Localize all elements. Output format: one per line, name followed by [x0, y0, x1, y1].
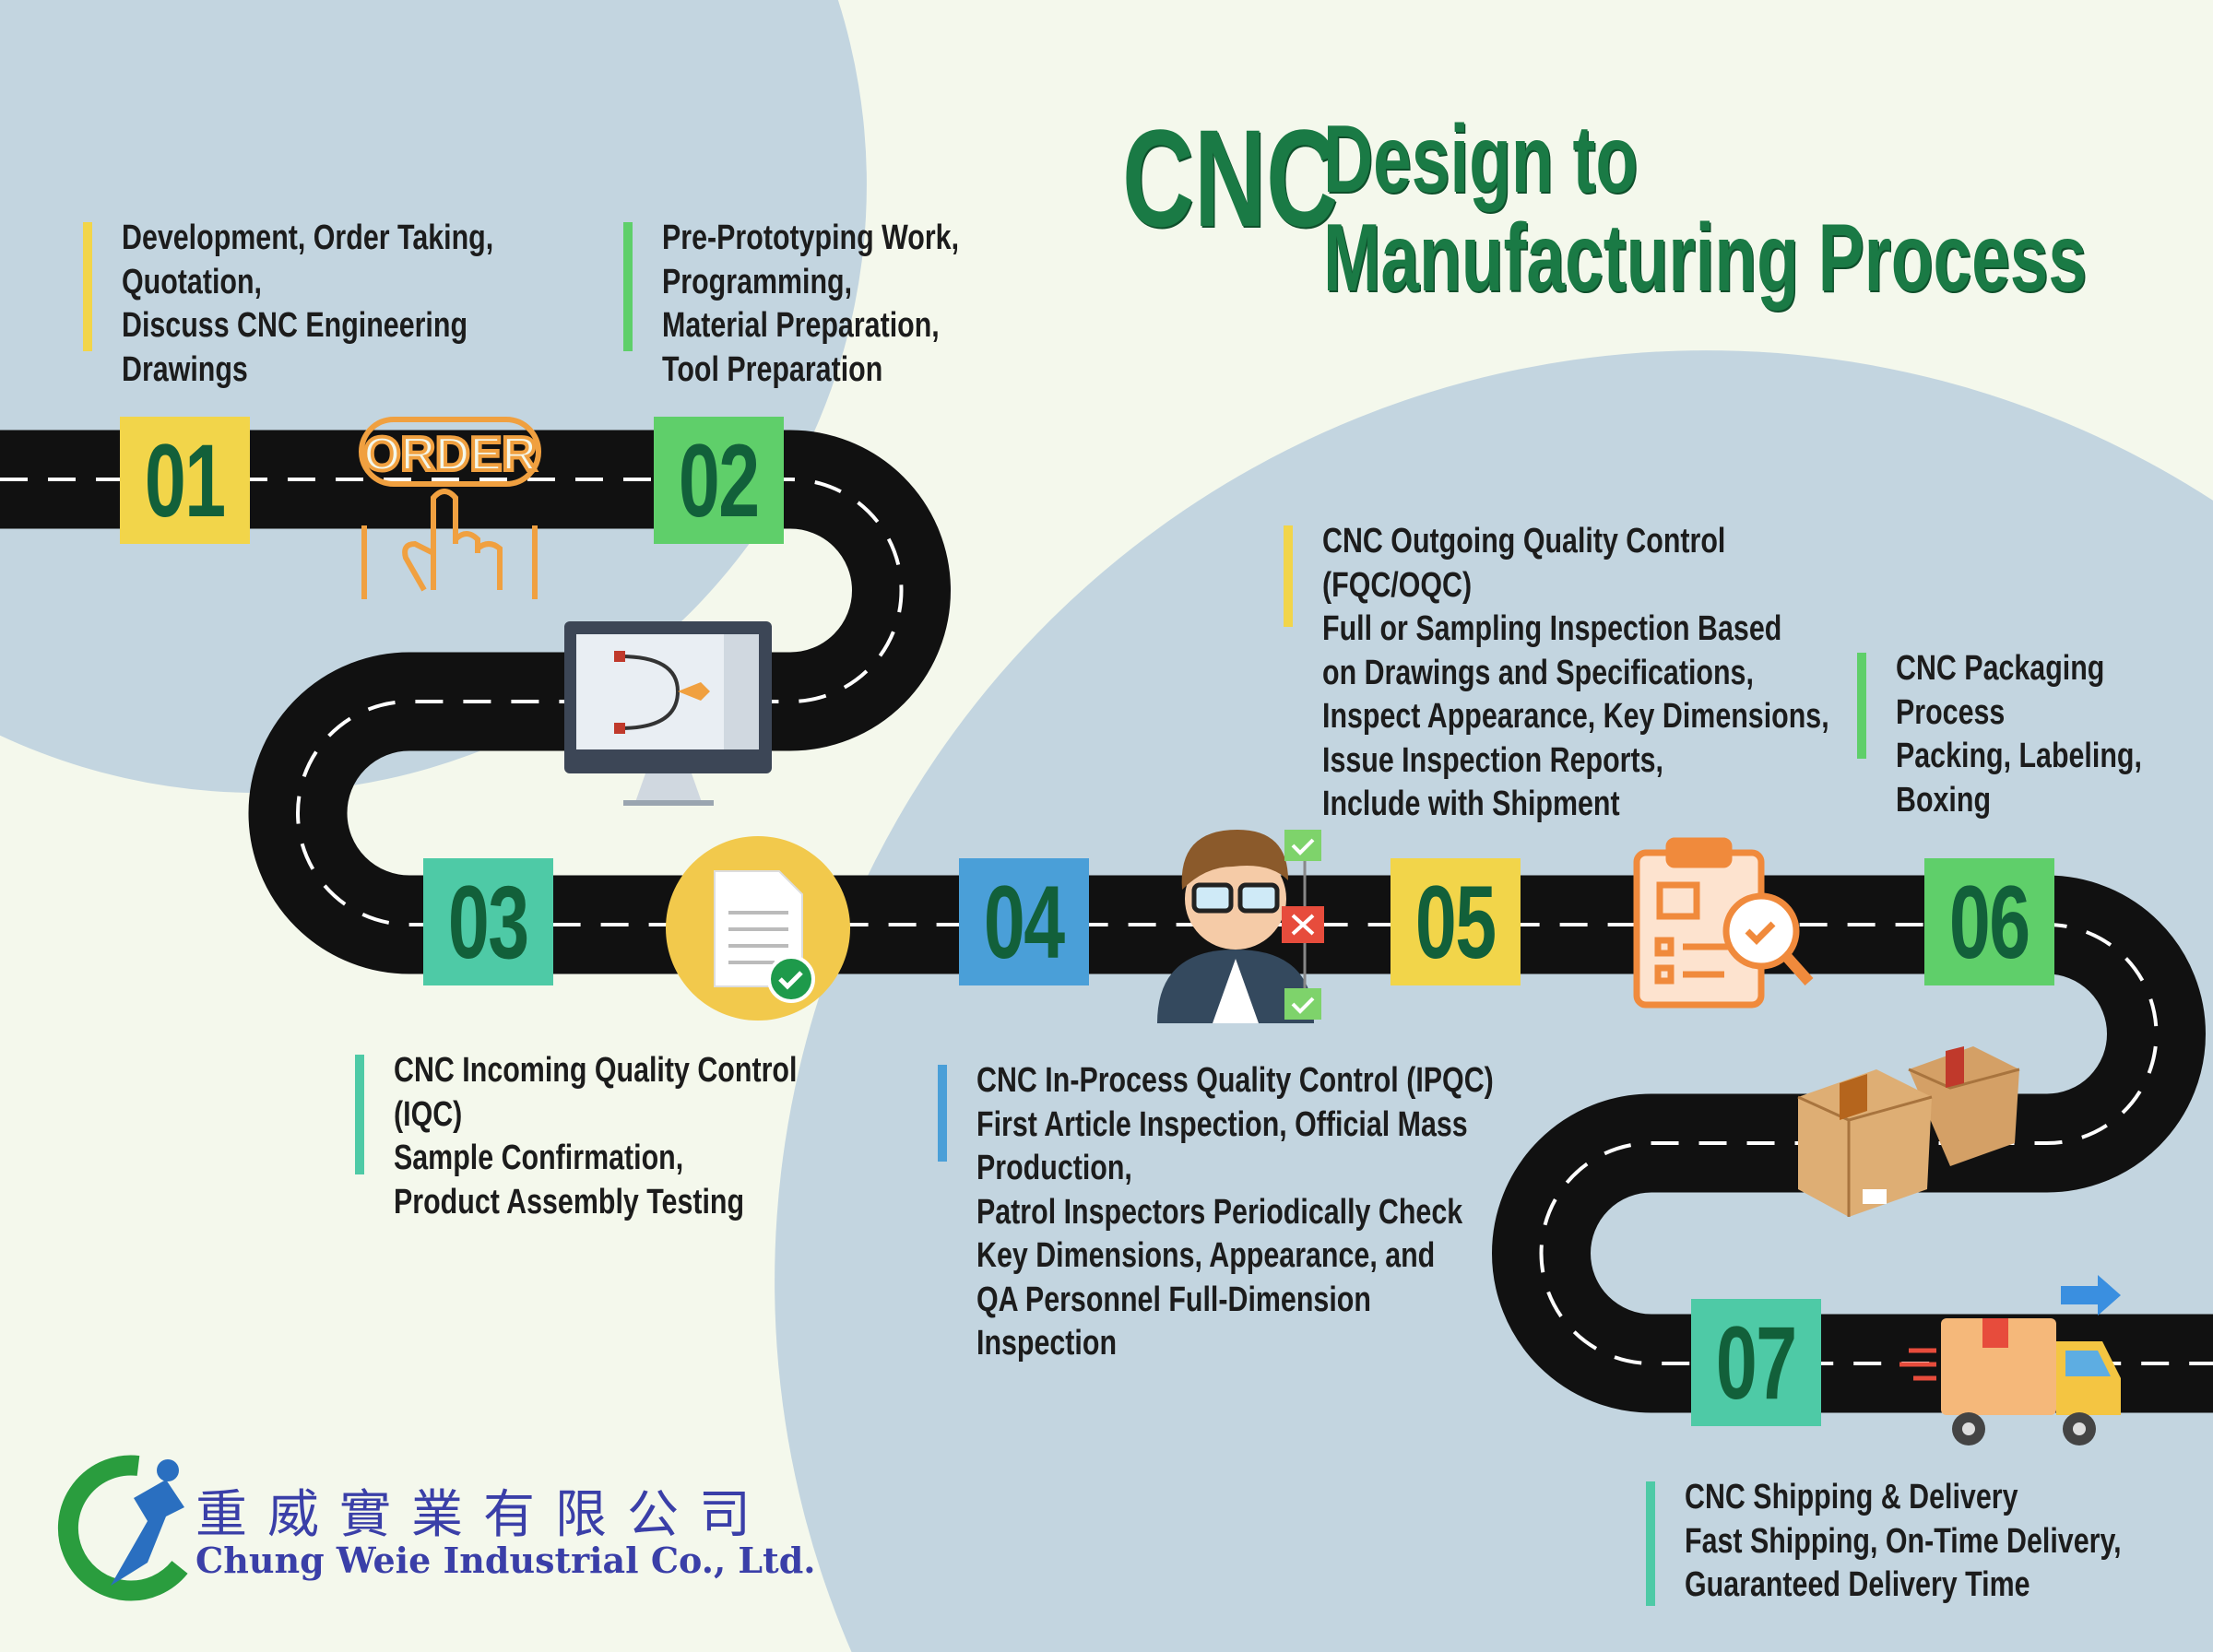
step-04-description: CNC In-Process Quality Control (IPQC)Fir… — [938, 1059, 1623, 1366]
cad-monitor-icon — [564, 621, 772, 806]
step-05-description: CNC Outgoing Quality Control(FQC/OQC)Ful… — [1284, 520, 1956, 827]
background-circle-left — [0, 0, 867, 794]
order-hand-icon: ORDER — [359, 417, 541, 599]
step-03-badge: 03 — [423, 858, 553, 985]
title-design-to: Design to — [1323, 106, 1639, 213]
title-cnc: CNC — [1122, 100, 1338, 255]
step-03-description: CNC Incoming Quality Control(IQC)Sample … — [355, 1049, 898, 1224]
step-01-badge: 01 — [120, 417, 250, 544]
delivery-truck-icon — [1899, 1275, 2121, 1446]
company-name-chinese: 重威實業有限公司 — [195, 1485, 771, 1545]
step-04-badge: 04 — [959, 858, 1089, 985]
inspector-person-icon — [1157, 830, 1324, 1023]
company-logo-mark — [57, 1455, 188, 1601]
step-02-badge: 02 — [654, 417, 784, 544]
step-06-badge: 06 — [1924, 858, 2054, 985]
step-05-badge: 05 — [1391, 858, 1521, 985]
document-check-icon — [666, 836, 850, 1021]
title-manufacturing-process: Manufacturing Process — [1323, 205, 2088, 312]
order-label: ORDER — [363, 428, 537, 481]
company-name-english: Chung Weie Industrial Co., Ltd. — [195, 1540, 816, 1581]
step-07-badge: 07 — [1691, 1299, 1821, 1426]
step-02-description: Pre-Prototyping Work,Programming,Materia… — [623, 217, 1034, 392]
step-01-description: Development, Order Taking,Quotation,Disc… — [83, 217, 586, 392]
packaging-boxes-icon — [1797, 1046, 2020, 1217]
clipboard-inspection-icon — [1633, 837, 1814, 1009]
